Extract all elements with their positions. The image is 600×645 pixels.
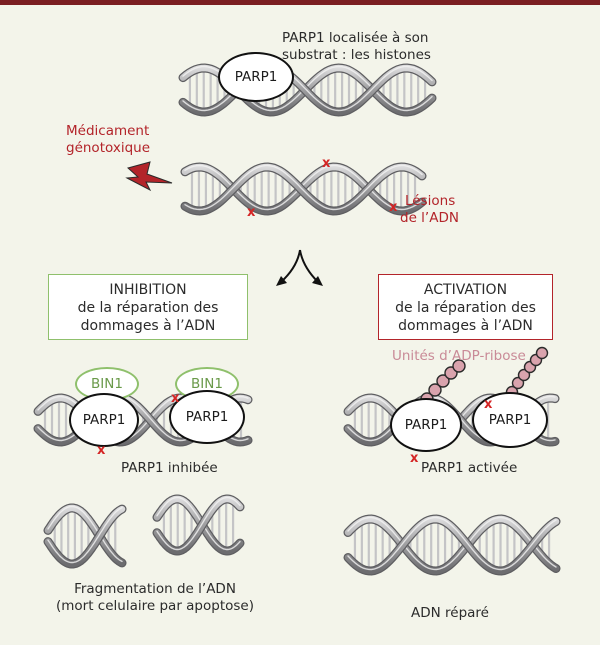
dna-strand-highlight <box>156 496 241 551</box>
activation-box: ACTIVATION de la réparation des dommages… <box>378 274 553 340</box>
inhibition-line3: dommages à l’ADN <box>80 318 216 334</box>
adp-ribose-label: Unités d’ADP-ribose <box>392 348 526 364</box>
lesion-mark-3: x <box>389 200 398 215</box>
lesion-mark-5: x <box>97 443 106 458</box>
lesion-mark-2: x <box>247 205 256 220</box>
dna-strand-highlight <box>47 506 123 564</box>
adp-ribose-unit <box>452 359 466 373</box>
lesion-mark-1: x <box>322 156 331 171</box>
dna-fragment-2 <box>152 494 245 556</box>
dna-helix-damaged <box>180 162 427 216</box>
dna-strand <box>181 163 426 215</box>
lesions-label-line1: Lésions <box>405 193 456 209</box>
dna-strand-highlight <box>182 65 433 112</box>
dna-strand <box>344 515 560 575</box>
drug-label-line2: génotoxique <box>66 140 150 156</box>
adp-ribose-unit <box>436 374 450 388</box>
dna-strand <box>344 515 560 575</box>
parp1-activated-2: PARP1 <box>472 392 548 448</box>
dna-fragment-1 <box>43 503 127 569</box>
dna-strand <box>44 504 126 567</box>
parp1-activated-label: PARP1 activée <box>421 460 518 476</box>
dna-strand-highlight <box>156 496 241 551</box>
adp-ribose-unit <box>428 383 442 397</box>
activation-line3: dommages à l’ADN <box>398 318 533 334</box>
lesion-mark-6: x <box>484 397 493 412</box>
dna-strand-highlight <box>347 516 557 571</box>
lightning-icon <box>125 161 173 192</box>
parp1-activated-1: PARP1 <box>390 398 462 452</box>
dna-strand-highlight <box>184 164 423 211</box>
fragmentation-label-line1: Fragmentation de l’ADN <box>74 581 236 597</box>
dna-strand <box>179 64 436 116</box>
lesion-mark-7: x <box>410 451 419 466</box>
dna-strand-highlight <box>347 516 557 571</box>
top-label-line1: PARP1 localisée à son <box>282 30 429 46</box>
activation-title: ACTIVATION <box>423 282 508 298</box>
lesions-label-line2: de l’ADN <box>400 210 459 226</box>
top-label-line2: substrat : les histones <box>282 47 431 63</box>
parp1-inhibited-label: PARP1 inhibée <box>121 460 218 476</box>
inhibition-box: INHIBITION de la réparation des dommages… <box>48 274 248 340</box>
dna-strand <box>44 505 126 568</box>
parp1-inhibited-1: PARP1 <box>69 393 139 447</box>
repaired-label: ADN réparé <box>411 605 489 621</box>
dna-strand <box>153 495 244 555</box>
parp1-top: PARP1 <box>218 52 294 102</box>
activation-line2: de la réparation des <box>395 300 536 316</box>
inhibition-title: INHIBITION <box>109 282 187 298</box>
dna-strand-highlight <box>184 164 423 211</box>
fragmentation-label-line2: (mort celulaire par apoptose) <box>56 598 254 614</box>
inhibition-line2: de la réparation des <box>77 300 219 316</box>
dna-strand-highlight <box>47 505 123 563</box>
parp1-inhibited-2: PARP1 <box>169 390 245 444</box>
dna-strand <box>153 495 244 555</box>
dna-helix-repaired <box>343 514 561 576</box>
top-rule <box>0 0 600 5</box>
lesion-mark-4: x <box>171 391 180 406</box>
adp-ribose-unit <box>535 346 549 360</box>
split-arrow-icon <box>276 249 323 286</box>
drug-label-line1: Médicament <box>66 123 150 139</box>
